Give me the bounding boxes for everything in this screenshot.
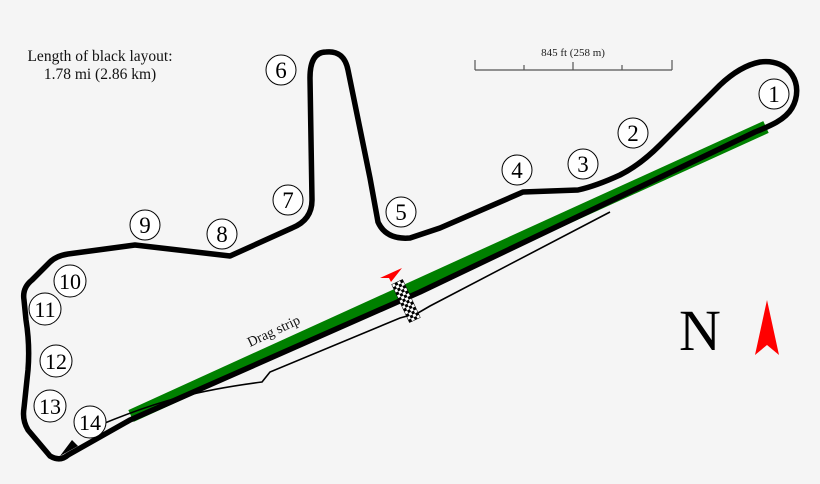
svg-text:5: 5 [395, 200, 407, 225]
turn-marker-13: 13 [33, 389, 67, 423]
svg-text:4: 4 [511, 158, 523, 183]
turn-marker-3: 3 [567, 148, 599, 180]
svg-text:3: 3 [577, 152, 589, 177]
start-finish-line [391, 279, 421, 323]
turn-marker-9: 9 [129, 209, 161, 241]
turn-marker-14: 14 [73, 405, 107, 439]
turn-marker-1: 1 [758, 78, 790, 110]
svg-text:2: 2 [627, 121, 639, 146]
svg-text:12: 12 [45, 349, 67, 374]
track-layout [20, 49, 800, 462]
pit-arrow-icon [60, 440, 78, 456]
svg-text:6: 6 [275, 58, 287, 83]
turn-marker-7: 7 [272, 184, 304, 216]
direction-arrow-icon [380, 268, 402, 282]
svg-text:10: 10 [59, 269, 81, 294]
svg-text:1: 1 [768, 82, 780, 107]
drag-strip-return-road [99, 211, 611, 426]
turn-marker-11: 11 [28, 292, 62, 326]
turn-marker-12: 12 [39, 344, 73, 378]
svg-text:7: 7 [282, 188, 294, 213]
north-label: N [679, 298, 721, 363]
turn-marker-8: 8 [206, 218, 238, 250]
length-title: Length of black layout: [27, 48, 172, 65]
svg-text:14: 14 [79, 410, 101, 435]
svg-text:13: 13 [39, 394, 61, 419]
north-arrow-icon [755, 300, 779, 355]
svg-text:9: 9 [139, 213, 151, 238]
turn-marker-4: 4 [501, 154, 533, 186]
turn-marker-6: 6 [265, 54, 297, 86]
scale-bar-label: 845 ft (258 m) [541, 47, 605, 59]
svg-text:11: 11 [34, 297, 55, 322]
svg-text:8: 8 [216, 222, 228, 247]
turn-markers: 1 2 3 4 5 6 7 8 9 10 11 12 13 14 [28, 54, 790, 439]
length-value: 1.78 mi (2.86 km) [44, 66, 156, 83]
turn-marker-10: 10 [53, 264, 87, 298]
turn-marker-5: 5 [385, 196, 417, 228]
turn-marker-2: 2 [617, 117, 649, 149]
scale-bar [474, 60, 673, 71]
